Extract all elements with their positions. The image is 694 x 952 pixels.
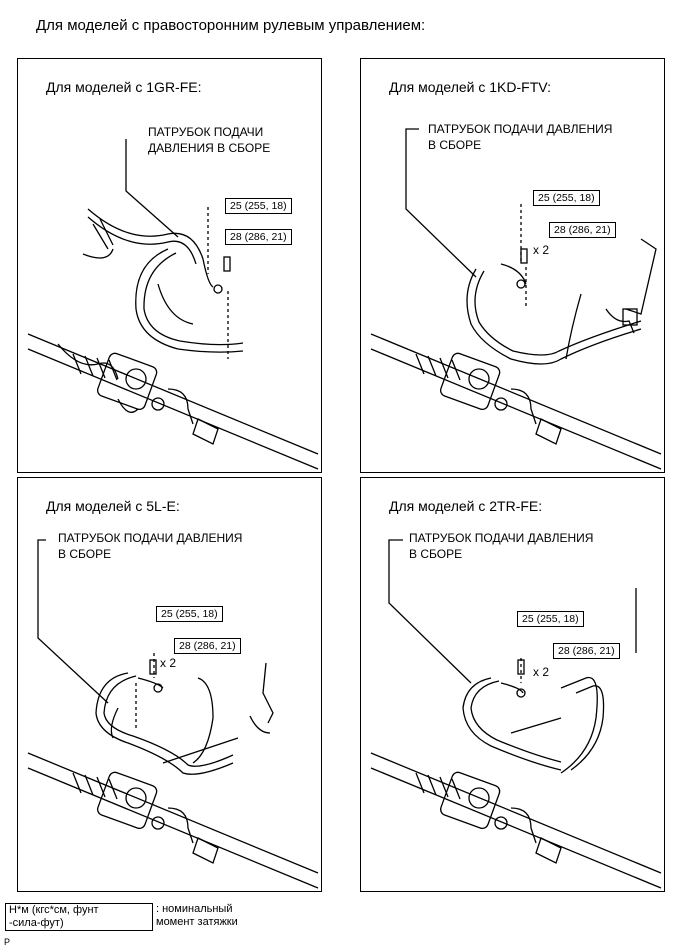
callout-line-2: В СБОРЕ [58, 547, 112, 561]
steering-gear-illustration [370, 539, 662, 889]
legend-unit-line-1: Н*м (кгс*см, фунт [9, 904, 99, 916]
pressure-feed-tube-callout: ПАТРУБОК ПОДАЧИ ДАВЛЕНИЯ В СБОРЕ [409, 530, 593, 562]
legend-desc-line-1: : номинальный [156, 903, 233, 915]
callout-line-2: В СБОРЕ [428, 138, 482, 152]
quantity-label: x 2 [533, 243, 550, 257]
callout-line-1: ПАТРУБОК ПОДАЧИ ДАВЛЕНИЯ [58, 531, 243, 545]
quantity-label: x 2 [160, 656, 177, 670]
callout-line-1: ПАТРУБОК ПОДАЧИ ДАВЛЕНИЯ [409, 531, 594, 545]
pressure-feed-tube-callout: ПАТРУБОК ПОДАЧИ ДАВЛЕНИЯ В СБОРЕ [58, 530, 242, 562]
steering-gear-illustration [27, 539, 319, 889]
torque-unit-legend: Н*м (кгс*см, фунт -сила-фут) [5, 903, 153, 931]
pressure-feed-tube-callout: ПАТРУБОК ПОДАЧИ ДАВЛЕНИЯ В СБОРЕ [148, 124, 270, 156]
legend-desc-line-2: момент затяжки [156, 916, 238, 928]
torque-spec-bolt: 28 (286, 21) [553, 643, 620, 659]
callout-line-1: ПАТРУБОК ПОДАЧИ ДАВЛЕНИЯ [428, 122, 613, 136]
callout-line-2: В СБОРЕ [409, 547, 463, 561]
page-heading: Для моделей с правосторонним рулевым упр… [36, 17, 426, 34]
diagram-panel-5l-e: Для моделей с 5L-E: ПАТРУБОК ПОДАЧИ ДАВЛ… [17, 477, 322, 892]
torque-spec-union-nut: 25 (255, 18) [156, 606, 223, 622]
panel-title: Для моделей с 1KD-FTV: [389, 79, 551, 95]
callout-line-2: ДАВЛЕНИЯ В СБОРЕ [148, 141, 271, 155]
panel-title: Для моделей с 5L-E: [46, 498, 180, 514]
torque-spec-bolt: 28 (286, 21) [549, 222, 616, 238]
torque-spec-union-nut: 25 (255, 18) [225, 198, 292, 214]
quantity-label: x 2 [533, 665, 550, 679]
torque-spec-union-nut: 25 (255, 18) [517, 611, 584, 627]
steering-gear-illustration [27, 139, 319, 470]
torque-spec-bolt: 28 (286, 21) [174, 638, 241, 654]
diagram-panel-2tr-fe: Для моделей с 2TR-FE: ПАТРУБОК ПОДАЧИ ДА… [360, 477, 665, 892]
legend-unit-line-2: -сила-фут) [9, 917, 64, 929]
diagram-panel-1gr-fe: Для моделей с 1GR-FE: ПАТРУБОК ПОДАЧИ ДА… [17, 58, 322, 473]
torque-spec-bolt: 28 (286, 21) [225, 229, 292, 245]
panel-title: Для моделей с 1GR-FE: [46, 79, 202, 95]
pressure-feed-tube-callout: ПАТРУБОК ПОДАЧИ ДАВЛЕНИЯ В СБОРЕ [428, 121, 612, 153]
torque-legend-description: : номинальный момент затяжки [156, 903, 238, 929]
steering-gear-illustration [370, 128, 662, 470]
panel-title: Для моделей с 2TR-FE: [389, 498, 543, 514]
torque-spec-union-nut: 25 (255, 18) [533, 190, 600, 206]
callout-line-1: ПАТРУБОК ПОДАЧИ [148, 125, 264, 139]
diagram-panel-1kd-ftv: Для моделей с 1KD-FTV: ПАТРУБОК ПОДАЧИ Д… [360, 58, 665, 473]
figure-code: P [4, 937, 11, 947]
